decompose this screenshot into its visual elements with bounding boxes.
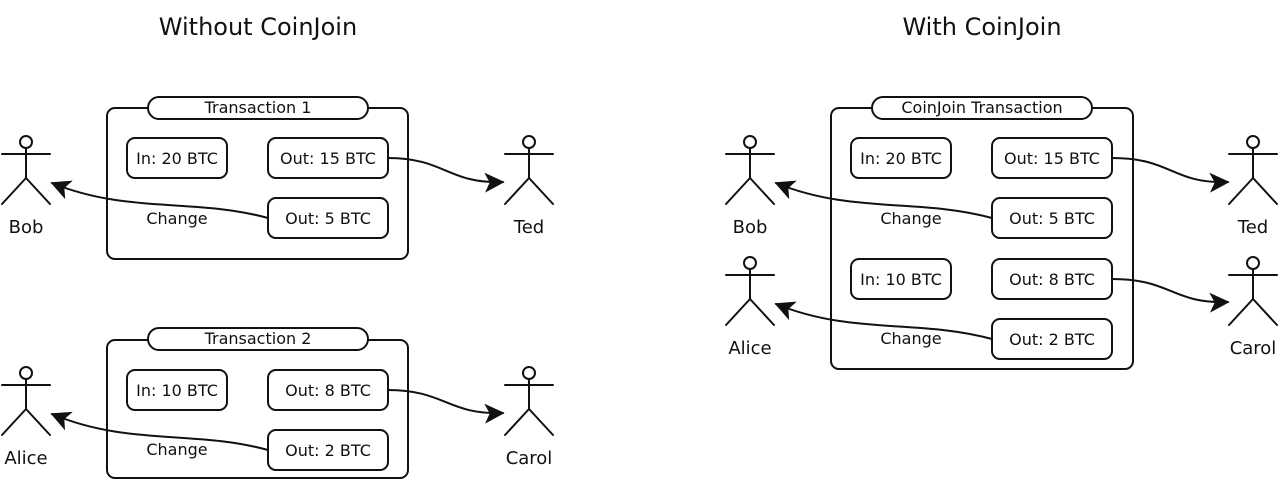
transaction-1-label-pill — [147, 96, 369, 120]
transaction-1-group: Transaction 1 In: 20 BTC Out: 15 BTC Out… — [50, 96, 505, 260]
coinjoin-alice-output-arrow — [1111, 278, 1230, 313]
person-icon — [1228, 135, 1278, 205]
left-bob-label: Bob — [9, 217, 44, 238]
right-alice-actor: Alice — [725, 256, 775, 359]
left-carol-actor: Carol — [504, 366, 554, 469]
coinjoin-bob-change-arrow — [774, 180, 993, 219]
transaction-1-input-text: In: 20 BTC — [136, 149, 218, 168]
coinjoin-alice-input-text: In: 10 BTC — [860, 270, 942, 289]
coinjoin-bob-output-main-text: Out: 15 BTC — [1004, 149, 1100, 168]
person-icon — [504, 366, 554, 436]
coinjoin-transaction-label-pill — [871, 96, 1093, 120]
coinjoin-alice-input-box — [850, 258, 952, 300]
right-ted-actor: Ted — [1228, 135, 1278, 238]
person-icon — [1, 135, 51, 205]
transaction-2-label-pill — [147, 327, 369, 351]
person-icon — [1, 366, 51, 436]
transaction-1-change-label: Change — [146, 209, 207, 228]
transaction-1-output-change-text: Out: 5 BTC — [285, 209, 371, 228]
transaction-1-output-main-text: Out: 15 BTC — [280, 149, 376, 168]
coinjoin-alice-output-main-text: Out: 8 BTC — [1009, 270, 1095, 289]
transaction-2-output-arrow — [387, 389, 505, 424]
coinjoin-alice-change-arrow — [774, 301, 993, 340]
person-icon — [725, 256, 775, 326]
transaction-1-change-arrow — [50, 180, 269, 219]
transaction-1-label: Transaction 1 — [204, 98, 312, 117]
transaction-2-input-text: In: 10 BTC — [136, 381, 218, 400]
coinjoin-bob-output-change-text: Out: 5 BTC — [1009, 209, 1095, 228]
left-alice-actor: Alice — [1, 366, 51, 469]
transaction-1-output-arrow — [387, 157, 505, 193]
left-ted-actor: Ted — [504, 135, 554, 238]
coinjoin-alice-change-label: Change — [880, 329, 941, 348]
left-panel-title: Without CoinJoin — [159, 13, 357, 41]
transaction-1-input-box — [126, 137, 228, 179]
coinjoin-bob-output-arrow — [1111, 157, 1230, 193]
transaction-2-change-label: Change — [146, 440, 207, 459]
right-alice-label: Alice — [728, 338, 771, 359]
person-icon — [725, 135, 775, 205]
right-panel-title: With CoinJoin — [902, 13, 1061, 41]
coinjoin-bob-change-label: Change — [880, 209, 941, 228]
coinjoin-bob-input-text: In: 20 BTC — [860, 149, 942, 168]
right-bob-actor: Bob — [725, 135, 775, 238]
person-icon — [1228, 256, 1278, 326]
transaction-2-output-change-text: Out: 2 BTC — [285, 441, 371, 460]
left-bob-actor: Bob — [1, 135, 51, 238]
transaction-2-group: Transaction 2 In: 10 BTC Out: 8 BTC Out:… — [50, 327, 505, 479]
left-ted-label: Ted — [513, 217, 544, 238]
left-alice-label: Alice — [4, 448, 47, 469]
right-carol-actor: Carol — [1228, 256, 1278, 359]
transaction-2-label: Transaction 2 — [204, 329, 312, 348]
person-icon — [504, 135, 554, 205]
coinjoin-bob-input-box — [850, 137, 952, 179]
right-bob-label: Bob — [733, 217, 768, 238]
coinjoin-transaction-group: CoinJoin Transaction In: 20 BTC Out: 15 … — [774, 96, 1230, 370]
transaction-2-change-arrow — [50, 411, 269, 451]
transaction-2-output-main-text: Out: 8 BTC — [285, 381, 371, 400]
right-ted-label: Ted — [1237, 217, 1268, 238]
coinjoin-transaction-label: CoinJoin Transaction — [901, 98, 1062, 117]
left-carol-label: Carol — [506, 448, 553, 469]
right-carol-label: Carol — [1230, 338, 1277, 359]
coinjoin-alice-output-change-text: Out: 2 BTC — [1009, 330, 1095, 349]
transaction-2-input-box — [126, 369, 228, 411]
